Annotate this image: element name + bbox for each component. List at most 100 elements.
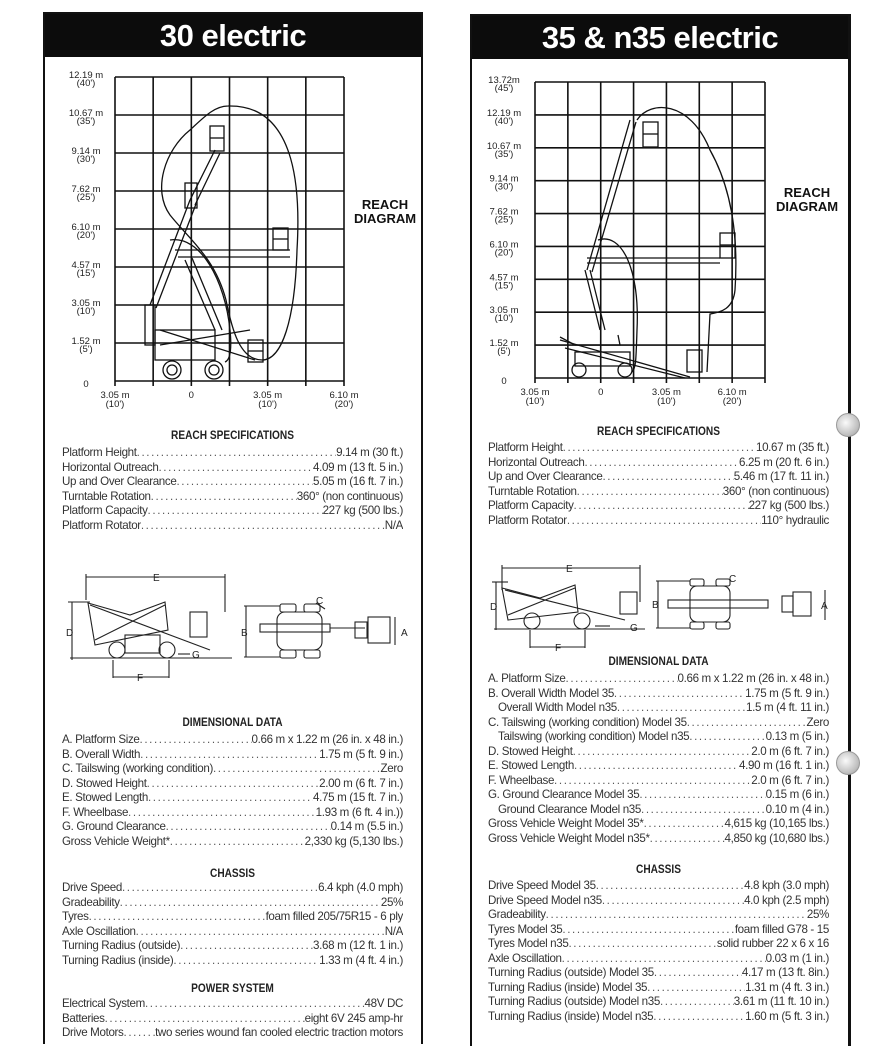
dot-leader: ........................................…	[565, 672, 678, 685]
spec-value: 3.68 m (12 ft. 1 in.)	[313, 939, 403, 953]
spec-value: 0.10 m (4 in.)	[765, 802, 829, 816]
spec-value: 110° hydraulic	[761, 513, 829, 527]
spec-label: Drive Speed	[62, 881, 122, 894]
dot-leader: ........................................…	[147, 791, 313, 805]
dot-leader: ........................................…	[158, 460, 313, 474]
dot-leader: ........................................…	[121, 881, 319, 894]
spec-row: Platform Height ........................…	[488, 441, 829, 456]
spec-label: Electrical System	[62, 997, 145, 1010]
dot-leader: ........................................…	[212, 762, 381, 776]
spec-row: F. Wheelbase ...........................…	[488, 774, 829, 789]
spec-row: Platform Capacity ......................…	[62, 504, 403, 519]
spec-label: Horizontal Outreach	[488, 455, 585, 469]
spec-value: 25%	[380, 895, 403, 909]
spec-row: Tailswing (working condition) Model n35 …	[488, 730, 829, 745]
spec-label: Overall Width Model n35	[498, 701, 617, 715]
spec-value: foam filled 205/75R15 - 6 ply	[265, 910, 403, 924]
dot-leader: ........................................…	[573, 759, 739, 773]
dot-leader: ........................................…	[584, 455, 739, 469]
spec-row: G. Ground Clearance Model 35 ...........…	[488, 788, 829, 803]
dot-leader: ........................................…	[136, 446, 336, 459]
spec-row: Turning Radius (inside) Model 35 .......…	[488, 981, 829, 996]
reach-label-line: DIAGRAM	[353, 211, 417, 226]
spec-value: foam filled G78 - 15	[734, 922, 829, 936]
spec-label: C. Tailswing (working condition)	[62, 762, 213, 776]
spec-value: 25%	[806, 908, 829, 922]
spec-row: Batteries ..............................…	[62, 1012, 403, 1027]
spec-label: F. Wheelbase	[62, 805, 129, 819]
model-title: 30 electric	[45, 14, 421, 57]
spec-value: 1.5 m (4 ft. 11 in.)	[746, 701, 829, 715]
dot-leader: ........................................…	[140, 518, 385, 532]
spec-value: 4.8 kph (3.0 mph)	[744, 879, 829, 892]
spec-row: Up and Over Clearance ..................…	[62, 475, 403, 490]
spec-label: C. Tailswing (working condition) Model 3…	[488, 715, 687, 729]
spec-value: 227 kg (500 lbs.)	[322, 504, 403, 518]
spec-row: Gross Vehicle Weight* ..................…	[62, 835, 403, 850]
dot-leader: ........................................…	[595, 879, 744, 892]
spec-value: 0.13 m (5 in.)	[765, 730, 829, 744]
spec-row: E. Stowed Length .......................…	[62, 791, 403, 806]
spec-value: 5.46 m (17 ft. 11 in.)	[733, 470, 829, 484]
spec-label: Tyres Model n35	[488, 937, 569, 951]
dot-leader: ........................................…	[613, 686, 746, 700]
dot-leader: ........................................…	[139, 733, 252, 746]
spec-value: 48V DC	[364, 997, 404, 1010]
spec-value: N/A	[384, 924, 403, 938]
spec-row: Turntable Rotation .....................…	[488, 485, 829, 500]
spec-row: Tyres Model n35 ........................…	[488, 937, 829, 952]
dot-leader: ........................................…	[88, 910, 266, 924]
spec-value: 2.0 m (6 ft. 7 in.)	[751, 744, 829, 758]
dot-leader: ........................................…	[576, 484, 723, 498]
spec-label: B. Overall Width	[62, 747, 141, 761]
spec-row: B. Overall Width .......................…	[62, 748, 403, 763]
chassis-title: CHASSIS	[636, 864, 681, 876]
spec-row: G. Ground Clearance ....................…	[62, 820, 403, 835]
power-system-list: Electrical System ......................…	[62, 997, 403, 1041]
spec-label: D. Stowed Height	[62, 776, 147, 790]
spec-value: 3.61 m (11 ft. 10 in.)	[733, 995, 829, 1009]
reach-specs-list: Platform Height ........................…	[488, 441, 829, 528]
spec-value: eight 6V 245 amp-hr	[304, 1011, 403, 1025]
spec-row: C. Tailswing (working condition) Model 3…	[488, 716, 829, 731]
spec-value: 0.66 m x 1.22 m (26 in. x 48 in.)	[677, 672, 829, 685]
spec-row: Platform Height ........................…	[62, 446, 403, 461]
spec-value: 6.4 kph (4.0 mph)	[318, 881, 403, 894]
spec-row: Overall Width Model n35 ................…	[488, 701, 829, 716]
spec-value: 1.60 m (5 ft. 3 in.)	[745, 1009, 829, 1023]
dot-leader: ........................................…	[566, 513, 761, 527]
spec-label: A. Platform Size	[488, 672, 566, 685]
dot-leader: ........................................…	[686, 715, 807, 729]
dot-leader: ........................................…	[173, 953, 319, 967]
dot-leader: ........................................…	[659, 995, 734, 1009]
spec-row: Gross Vehicle Weight Model 35* .........…	[488, 817, 829, 832]
reach-diagram-label: REACH DIAGRAM	[772, 186, 842, 214]
spec-label: Tailswing (working condition) Model n35	[498, 730, 690, 744]
spec-value: 2.00 m (6 ft. 7 in.)	[319, 776, 403, 790]
spec-row: A. Platform Size .......................…	[62, 733, 403, 748]
dot-leader: ........................................…	[180, 939, 314, 953]
spec-label: Gradeability	[62, 895, 120, 909]
dot-leader: ........................................…	[689, 730, 765, 744]
dot-leader: ........................................…	[119, 895, 381, 909]
spec-label: G. Ground Clearance	[62, 820, 166, 834]
spec-label: E. Stowed Length	[62, 791, 148, 805]
spec-row: Turning Radius (outside) ...............…	[62, 939, 403, 954]
spec-row: Axle Oscillation .......................…	[488, 952, 829, 967]
dot-leader: ........................................…	[573, 499, 749, 513]
spec-value: 10.67 m (35 ft.)	[755, 441, 829, 454]
reach-label-line: REACH	[783, 185, 831, 200]
spec-row: F. Wheelbase ...........................…	[62, 806, 403, 821]
spec-row: Axle Oscillation .......................…	[62, 925, 403, 940]
spec-value: 4,850 kg (10,680 lbs.)	[724, 832, 829, 846]
spec-label: E. Stowed Length	[488, 759, 574, 773]
spec-label: Platform Height	[62, 446, 137, 459]
spec-label: Drive Speed Model 35	[488, 879, 596, 892]
spec-label: Drive Speed Model n35	[488, 893, 602, 907]
dot-leader: ........................................…	[146, 776, 320, 790]
spec-label: F. Wheelbase	[488, 773, 555, 787]
dot-leader: ........................................…	[641, 802, 766, 816]
spec-row: Turning Radius (outside) Model 35 ......…	[488, 966, 829, 981]
spec-row: Horizontal Outreach ....................…	[62, 461, 403, 476]
dimensional-data-title: DIMENSIONAL DATA	[182, 717, 283, 729]
